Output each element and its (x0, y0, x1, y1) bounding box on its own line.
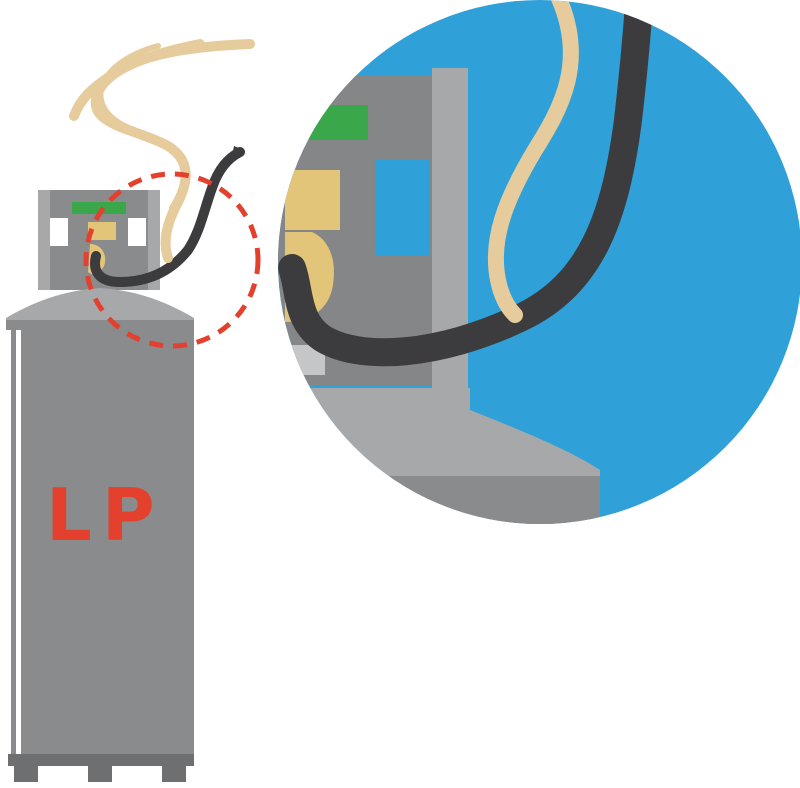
smoke-wisp-icon (69, 39, 255, 263)
tank-label: LP (46, 473, 165, 557)
zoom-circle-icon (278, 0, 800, 524)
dashed-circle-icon (83, 171, 261, 349)
propane-tank-icon: LP (6, 146, 245, 782)
